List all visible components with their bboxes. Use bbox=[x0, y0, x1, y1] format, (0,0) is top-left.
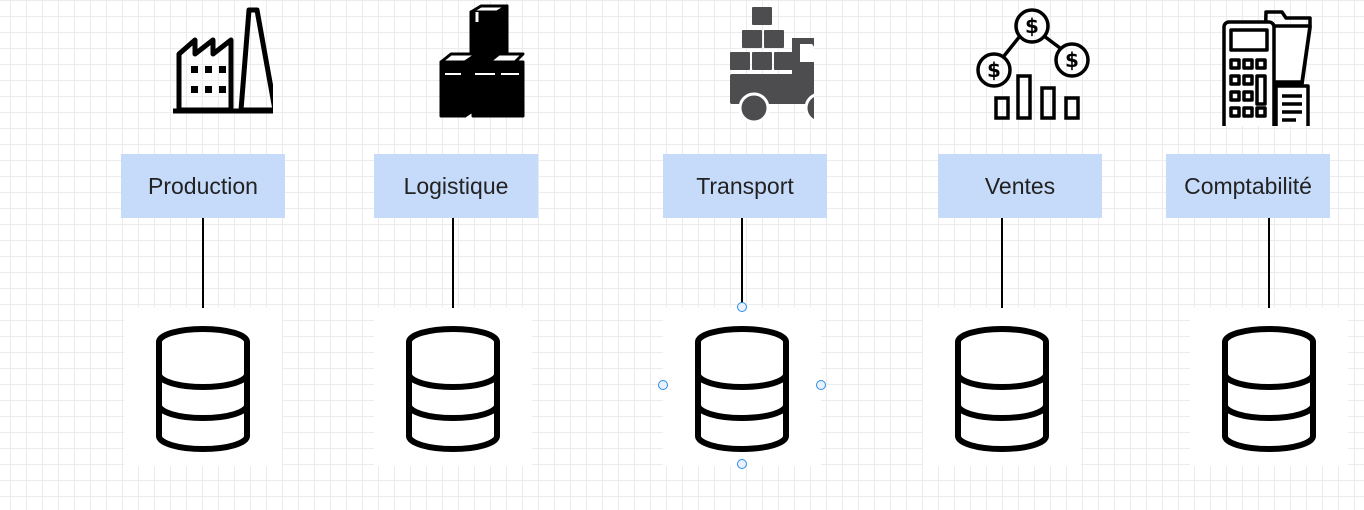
database-icon bbox=[695, 326, 789, 452]
database-node-selected[interactable] bbox=[663, 308, 821, 466]
connection-handle-left[interactable] bbox=[658, 380, 668, 390]
svg-text:$: $ bbox=[1065, 48, 1079, 72]
svg-text:$: $ bbox=[987, 58, 1001, 82]
delivery-truck-icon bbox=[730, 7, 814, 124]
department-logistique: Logistique bbox=[355, 0, 555, 510]
department-ventes: $ $ $ Ventes bbox=[920, 0, 1120, 510]
department-production: Production bbox=[103, 0, 303, 510]
connector-line bbox=[741, 218, 743, 308]
connector-line bbox=[452, 218, 454, 308]
department-label[interactable]: Comptabilité bbox=[1166, 154, 1330, 218]
connector-line bbox=[1001, 218, 1003, 308]
database-node[interactable] bbox=[1190, 308, 1348, 466]
database-icon bbox=[156, 326, 250, 452]
sales-money-chart-icon: $ $ $ bbox=[976, 8, 1090, 120]
database-node[interactable] bbox=[923, 308, 1081, 466]
database-node[interactable] bbox=[124, 308, 282, 466]
connector-line bbox=[202, 218, 204, 308]
connector-line bbox=[1268, 218, 1270, 308]
department-label[interactable]: Logistique bbox=[374, 154, 538, 218]
database-icon bbox=[1222, 326, 1316, 452]
department-label[interactable]: Production bbox=[121, 154, 285, 218]
connection-handle-right[interactable] bbox=[816, 380, 826, 390]
department-label[interactable]: Transport bbox=[663, 154, 827, 218]
department-label[interactable]: Ventes bbox=[938, 154, 1102, 218]
connection-handle-bottom[interactable] bbox=[737, 459, 747, 469]
department-transport: Transport bbox=[644, 0, 844, 510]
database-icon bbox=[406, 326, 500, 452]
database-node[interactable] bbox=[374, 308, 532, 466]
connection-handle-top[interactable] bbox=[737, 302, 747, 312]
database-icon bbox=[955, 326, 1049, 452]
boxes-icon bbox=[439, 4, 525, 118]
department-comptabilite: Comptabilité bbox=[1148, 0, 1348, 510]
svg-text:$: $ bbox=[1025, 14, 1039, 38]
calculator-accounting-icon bbox=[1222, 10, 1312, 126]
factory-icon bbox=[173, 7, 273, 114]
